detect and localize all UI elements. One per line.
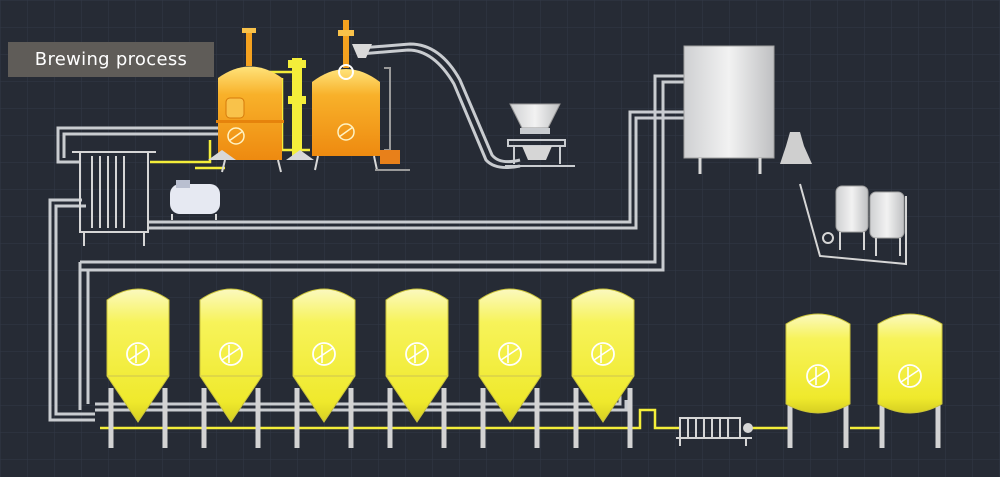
title-banner: Brewing process — [8, 42, 214, 77]
lauter-tun — [312, 20, 380, 171]
mash-tun — [216, 28, 284, 173]
fermentation-tank — [199, 288, 263, 448]
diagram-title: Brewing process — [34, 49, 188, 70]
fermentation-tank — [106, 288, 170, 448]
fermentation-tank — [478, 288, 542, 448]
bright-beer-tanks — [785, 313, 943, 448]
plate-heat-exchanger — [72, 151, 156, 246]
wort-pipe-stack — [292, 58, 302, 158]
fermentation-tank — [385, 288, 449, 448]
yeast-dosing-icon — [780, 132, 812, 164]
bright-beer-tank — [877, 313, 943, 448]
gray-pipes — [48, 42, 684, 422]
cip-unit — [799, 183, 907, 266]
fermentation-tank — [292, 288, 356, 448]
hot-water-tank — [683, 45, 775, 174]
brewhouse — [208, 20, 410, 173]
malt-mill — [505, 103, 575, 167]
beer-filter — [676, 417, 753, 446]
air-compressor — [170, 180, 220, 220]
fermentation-tanks — [106, 288, 635, 448]
fermentation-tank — [571, 288, 635, 448]
wort-pump-icon — [380, 150, 400, 164]
grist-hopper-icon — [352, 44, 372, 58]
bright-beer-tank — [785, 313, 851, 448]
